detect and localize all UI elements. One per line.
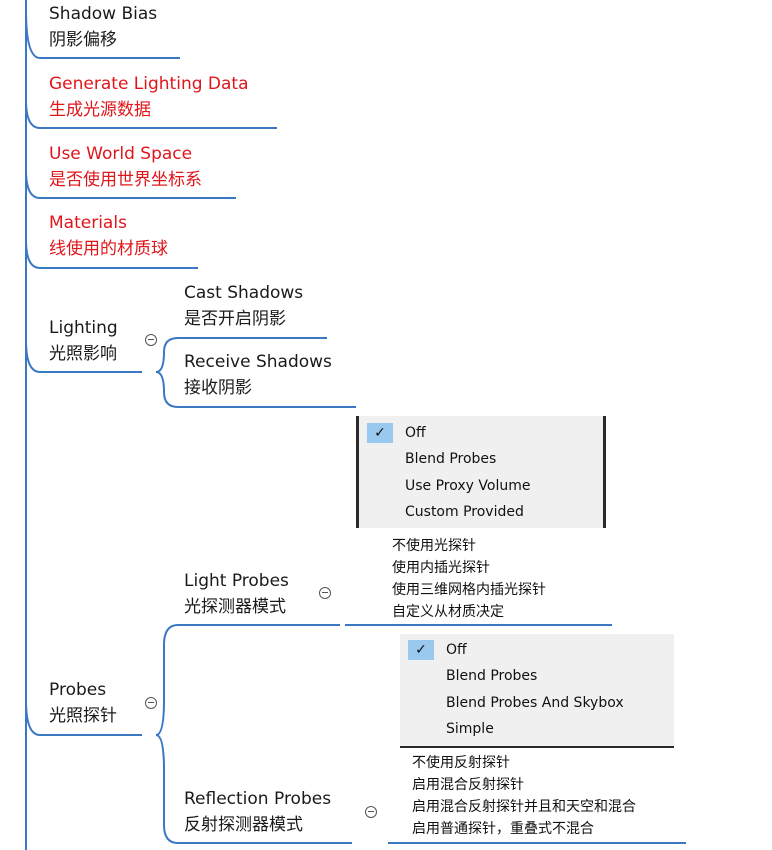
node-use-world-space[interactable]: Use World Space 是否使用世界坐标系 [49,141,202,193]
node-label-en: Shadow Bias [49,4,158,24]
node-receive-shadows[interactable]: Receive Shadows 接收阴影 [184,349,332,401]
branch-materials [25,239,198,269]
note-line: 使用三维网格内插光探针 [392,582,546,598]
menu-item-label: Use Proxy Volume [405,478,531,494]
node-label-en: Generate Lighting Data [49,74,249,94]
note-line: 不使用光探针 [392,538,476,554]
branch-shadow-bias [25,9,180,59]
note-line: 启用混合反射探针并且和天空和混合 [412,799,636,815]
node-label-zh: 阴影偏移 [49,30,117,50]
branch-light-probes [155,624,340,736]
node-label-en: Reflection Probes [184,789,332,809]
menu-item-label: Simple [446,721,494,737]
check-icon: ✓ [408,640,434,660]
note-line: 启用普通探针，重叠式不混合 [412,821,594,837]
node-label-en: Lighting [49,318,118,338]
node-label-zh: 线使用的材质球 [49,239,168,259]
note-line: 启用混合反射探针 [412,777,524,793]
menu-item-label: Custom Provided [405,504,524,520]
menu-item-blend-probes[interactable]: Blend Probes [400,663,674,689]
node-label-zh: 反射探测器模式 [184,815,303,835]
menu-item-off[interactable]: ✓ Off [359,420,603,446]
branch-generate-lighting [25,99,277,129]
node-label-en: Cast Shadows [184,283,304,303]
node-label-zh: 光探测器模式 [184,597,286,617]
menu-item-label: Off [405,425,426,441]
light-probes-notes: 不使用光探针 使用内插光探针 使用三维网格内插光探针 自定义从材质决定 [392,535,546,623]
reflection-probes-notes: 不使用反射探针 启用混合反射探针 启用混合反射探针并且和天空和混合 启用普通探针… [412,752,636,840]
node-label-en: Light Probes [184,571,289,591]
node-cast-shadows[interactable]: Cast Shadows 是否开启阴影 [184,280,303,332]
branch-cast-shadows [155,337,327,373]
node-generate-lighting-data[interactable]: Generate Lighting Data 生成光源数据 [49,71,249,123]
node-label-en: Materials [49,213,127,233]
collapse-light-probes-icon[interactable] [319,587,331,599]
menu-item-use-proxy-volume[interactable]: Use Proxy Volume [359,473,603,499]
node-label-zh: 光照探针 [49,706,117,726]
node-probes[interactable]: Probes 光照探针 [49,677,117,729]
branch-lighting [25,339,142,373]
node-reflection-probes[interactable]: Reflection Probes 反射探测器模式 [184,786,331,838]
note-line: 使用内插光探针 [392,560,490,576]
branch-use-world-space [25,169,236,199]
node-label-zh: 生成光源数据 [49,100,151,120]
node-label-zh: 光照影响 [49,344,117,364]
node-label-zh: 是否开启阴影 [184,309,286,329]
branch-receive-shadows [155,371,356,408]
light-probes-dropdown: ✓ Off Blend Probes Use Proxy Volume Cust… [356,416,606,528]
node-label-zh: 接收阴影 [184,378,252,398]
menu-item-simple[interactable]: Simple [400,716,674,742]
menu-item-label: Off [446,642,467,658]
menu-item-custom-provided[interactable]: Custom Provided [359,499,603,525]
collapse-lighting-icon[interactable] [145,334,157,346]
menu-item-off[interactable]: ✓ Off [400,637,674,663]
reflection-probes-dropdown: ✓ Off Blend Probes Blend Probes And Skyb… [400,634,674,748]
menu-item-label: Blend Probes And Skybox [446,695,624,711]
node-shadow-bias[interactable]: Shadow Bias 阴影偏移 [49,1,157,53]
node-lighting[interactable]: Lighting 光照影响 [49,315,118,367]
node-label-zh: 是否使用世界坐标系 [49,170,202,190]
note-line: 不使用反射探针 [412,755,510,771]
menu-item-blend-probes[interactable]: Blend Probes [359,446,603,472]
node-label-en: Use World Space [49,144,193,164]
menu-item-blend-probes-and-skybox[interactable]: Blend Probes And Skybox [400,690,674,716]
check-icon: ✓ [367,423,393,443]
menu-item-label: Blend Probes [405,451,497,467]
note-line: 自定义从材质决定 [392,604,504,620]
node-label-en: Receive Shadows [184,352,332,372]
collapse-probes-icon[interactable] [145,697,157,709]
menu-item-label: Blend Probes [446,668,538,684]
node-light-probes[interactable]: Light Probes 光探测器模式 [184,568,289,620]
node-materials[interactable]: Materials 线使用的材质球 [49,210,168,262]
collapse-reflection-probes-icon[interactable] [365,806,377,818]
branch-probes [25,699,142,736]
branch-reflection-probes [155,734,352,844]
node-label-en: Probes [49,680,107,700]
